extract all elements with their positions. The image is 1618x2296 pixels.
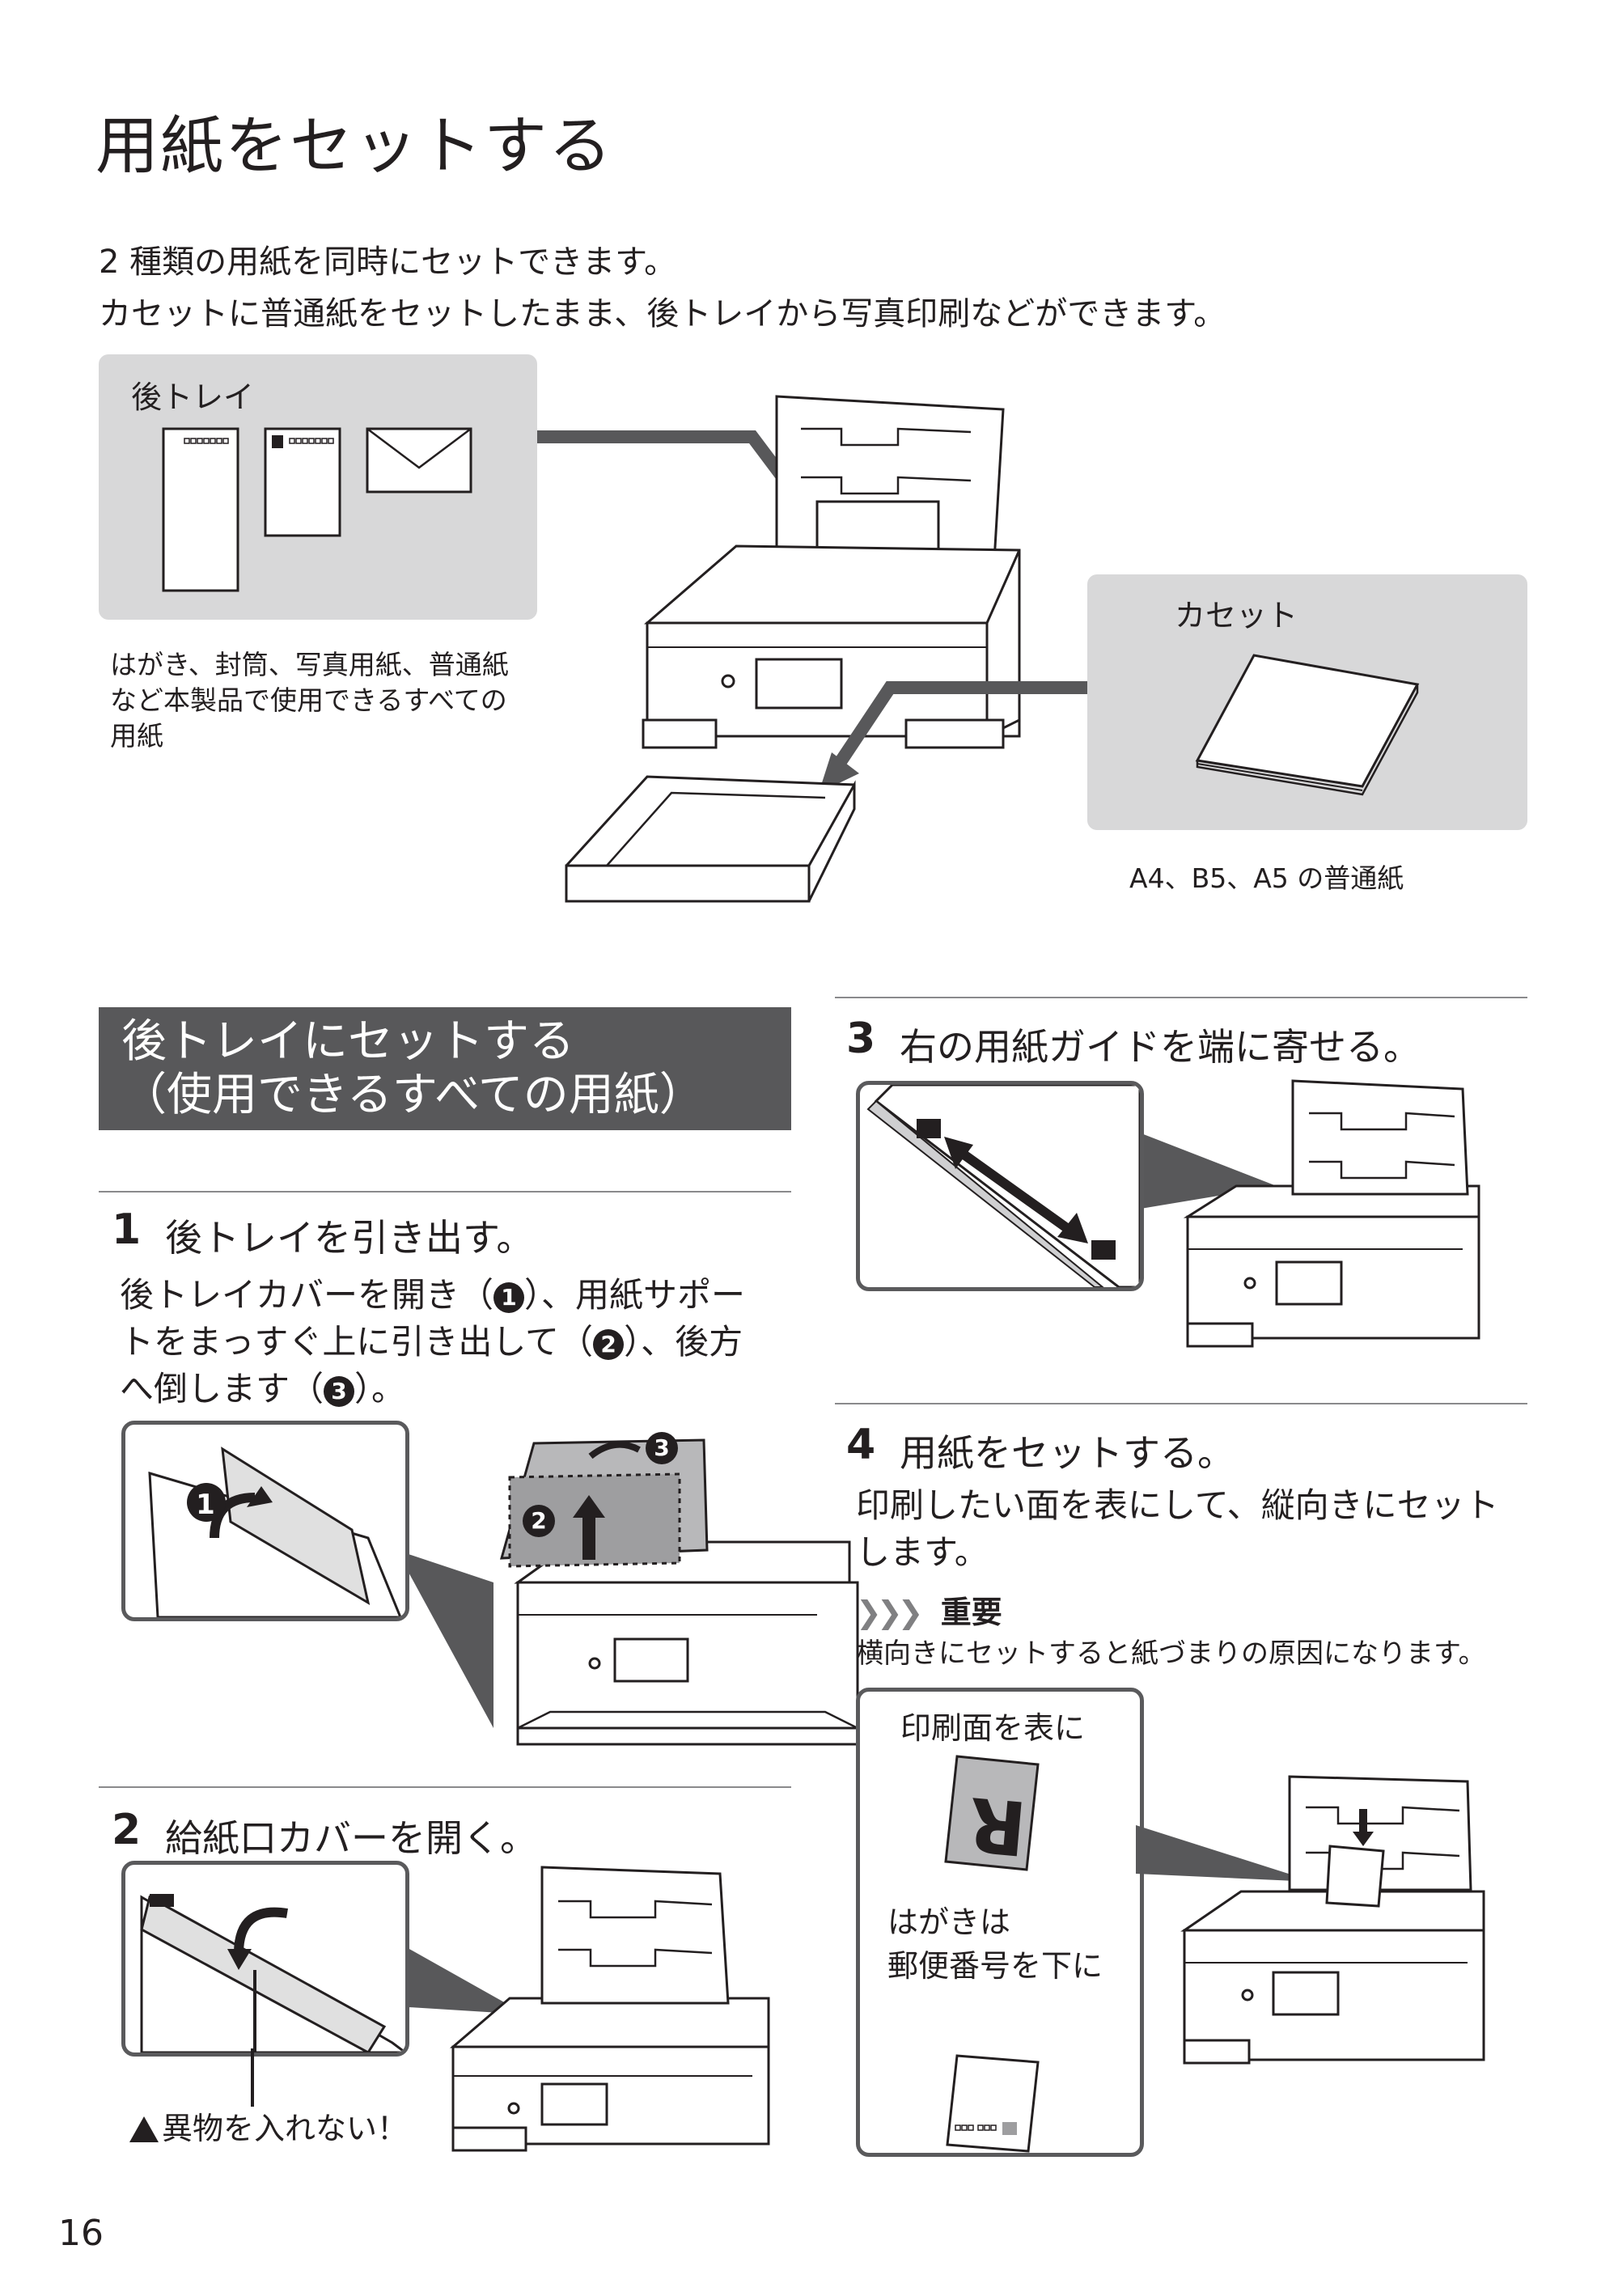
section-header: 後トレイにセットする （使用できるすべての用紙） xyxy=(99,1007,791,1130)
intro-line-1: 2 種類の用紙を同時にセットできます。 xyxy=(99,244,677,281)
important-text: 横向きにセットすると紙づまりの原因になります。 xyxy=(856,1637,1486,1670)
rear-tray-caption-3: 用紙 xyxy=(110,720,163,752)
cassette-box: カセット xyxy=(1087,574,1527,830)
step3-number: 3 xyxy=(846,1015,876,1063)
warning-text: 異物を入れない！ xyxy=(162,2111,409,2146)
step3-divider xyxy=(835,997,1527,998)
step2-divider xyxy=(99,1786,791,1788)
important-heading: ❯❯❯ 重要 xyxy=(856,1587,1002,1632)
step-marker-1: 1 xyxy=(493,1281,525,1313)
warning-leader-line xyxy=(251,2048,254,2107)
printer-overview-illustration xyxy=(537,395,1087,903)
plain-paper-stack-icon xyxy=(1195,654,1420,796)
step-marker-3: 3 xyxy=(324,1375,355,1407)
step1-printer-illustration xyxy=(396,1432,859,1746)
rear-tray-box: 後トレイ xyxy=(99,354,537,620)
step2-printer-illustration xyxy=(396,1866,770,2152)
cassette-caption: A4、B5、A5 の普通紙 xyxy=(1129,862,1404,894)
rear-tray-caption-1: はがき、封筒、写真用紙、普通紙 xyxy=(110,649,509,680)
step2-detail-inset xyxy=(121,1861,409,2057)
inset-marker-1: 1 xyxy=(196,1489,215,1521)
paper-types-icon xyxy=(162,427,472,592)
paper-guide-detail xyxy=(866,1085,1140,1287)
step2-title: 給紙口カバーを開く。 xyxy=(165,1816,537,1860)
step4-divider xyxy=(835,1403,1527,1404)
important-chevron-icon: ❯❯❯ xyxy=(856,1595,923,1630)
illustration-marker-3: 3 xyxy=(654,1434,670,1461)
step4-body-line-1: 印刷したい面を表にして、縦向きにセット xyxy=(856,1485,1499,1525)
illustration-marker-2: 2 xyxy=(531,1507,547,1534)
step4-body-line-2: します。 xyxy=(856,1532,989,1572)
step1-body: 後トレイカバーを開き（1）、用紙サポー トをまっすぐ上に引き出して（2）、後方 … xyxy=(120,1272,783,1413)
tray-cover-open-detail xyxy=(148,1447,402,1617)
inset-letter-r: R xyxy=(965,1780,1030,1871)
section-header-line-2: （使用できるすべての用紙） xyxy=(121,1069,705,1121)
inset-label-print-side: 印刷面を表に xyxy=(900,1710,1086,1746)
step4-printer-illustration xyxy=(1136,1775,1485,2065)
step3-title: 右の用紙ガイドを端に寄せる。 xyxy=(900,1025,1421,1069)
inset-label-postcard-2: 郵便番号を下に xyxy=(887,1948,1103,1984)
section-header-line-1: 後トレイにセットする xyxy=(121,1015,574,1068)
step1-divider xyxy=(99,1191,791,1192)
step4-number: 4 xyxy=(846,1421,876,1469)
feed-slot-cover-detail xyxy=(140,1894,405,2052)
paper-orientation-icons xyxy=(944,1755,1040,2153)
cassette-label: カセット xyxy=(1175,598,1298,633)
step1-body-line-2: トをまっすぐ上に引き出して（2）、後方 xyxy=(120,1322,743,1362)
step1-number: 1 xyxy=(112,1205,142,1254)
step3-detail-inset xyxy=(856,1081,1144,1291)
inset-label-postcard-1: はがきは xyxy=(887,1904,1011,1940)
step-marker-2: 2 xyxy=(593,1328,625,1360)
step1-body-line-1: 後トレイカバーを開き（1）、用紙サポー xyxy=(120,1275,746,1315)
step1-detail-inset xyxy=(121,1421,409,1621)
rear-tray-label: 後トレイ xyxy=(131,379,255,415)
step3-printer-illustration xyxy=(1131,1079,1480,1348)
step4-detail-inset: 印刷面を表に R はがきは 郵便番号を下に xyxy=(856,1688,1144,2157)
warning-note: 異物を入れない！ xyxy=(129,2103,408,2148)
page-number: 16 xyxy=(58,2213,104,2254)
page-title: 用紙をセットする xyxy=(95,110,614,183)
step1-body-line-3: へ倒します（3）。 xyxy=(120,1369,406,1409)
step1-title: 後トレイを引き出す。 xyxy=(165,1216,534,1260)
important-label: 重要 xyxy=(940,1595,1002,1630)
intro-line-2: カセットに普通紙をセットしたまま、後トレイから写真印刷などができます。 xyxy=(99,295,1226,333)
step2-number: 2 xyxy=(112,1806,142,1854)
rear-tray-caption-2: など本製品で使用できるすべての xyxy=(110,684,507,716)
warning-icon xyxy=(129,2116,159,2142)
step4-title: 用紙をセットする。 xyxy=(900,1431,1235,1475)
